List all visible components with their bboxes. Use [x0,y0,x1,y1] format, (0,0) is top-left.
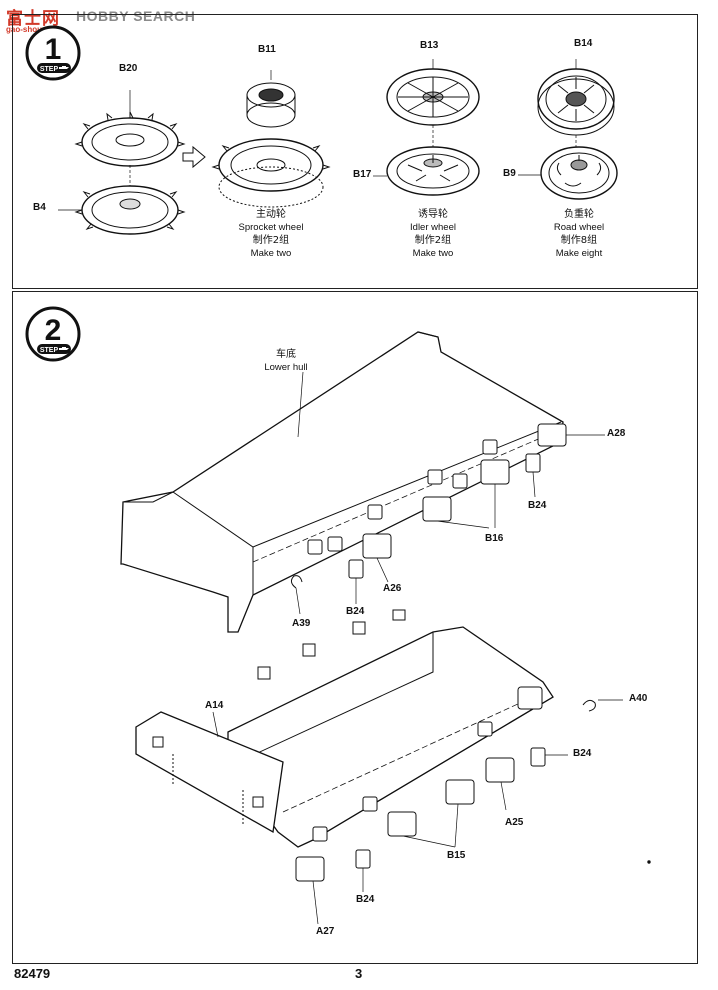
a25-part [485,757,515,783]
step-1-number: 1 [45,33,62,66]
part-label: B17 [353,169,372,180]
part-label: B24 [528,500,547,511]
road-wheel-b9-part [540,146,618,200]
b24-part [355,849,371,869]
page-number: 3 [355,966,363,981]
b16-part [422,496,452,522]
idler-wheel-b13-part [386,68,480,126]
step-1-badge: 1 STEP [25,25,81,81]
product-code: 82479 [14,966,51,981]
a26-part [362,533,392,559]
part-label: A26 [383,583,402,594]
tank-icon [59,66,69,69]
part-label: B14 [574,38,593,49]
watermark-url: gao-shou.com [6,25,61,34]
part-label: B11 [258,44,276,55]
part-label: A14 [205,700,224,711]
part-label: A25 [505,817,524,828]
sprocket-b20-part [74,111,186,167]
b24-part [525,453,541,473]
a40-part [582,699,596,712]
b16-part [480,459,510,485]
sprocket-b4-part [74,185,186,235]
a39-part [290,575,303,589]
part-label: B24 [356,894,375,905]
part-label: A39 [292,618,311,629]
caption-idler: 诱导轮 Idler wheel 制作2组 Make two [410,209,456,259]
part-label: B9 [503,168,516,179]
part-label: B16 [485,533,504,544]
b24-part [348,559,364,579]
step-1-panel: 1 STEP [12,14,698,289]
a28-part [537,423,567,447]
idler-wheel-b17-part [386,146,480,196]
part-label: B15 [447,850,466,861]
hull-label-cn: 车底 [276,349,296,360]
sprocket-assembly-part [211,82,331,208]
part-label: B13 [420,40,439,51]
part-label: B24 [346,606,365,617]
b15-part [387,811,417,837]
part-label: A40 [629,693,648,704]
part-label: A28 [607,428,626,439]
step-1-drawing [58,59,618,235]
part-label: B4 [33,202,46,213]
step-2-badge-label: STEP [40,347,59,354]
b24-part [530,747,546,767]
tank-icon [59,347,69,350]
step-1-badge-label: STEP [40,66,59,73]
step-2-badge: 2 STEP [25,306,81,362]
caption-sprocket: 主动轮 Sprocket wheel 制作2组 Make two [238,209,304,259]
lower-hull-lower-view [227,609,554,848]
hull-label-en: Lower hull [264,362,308,373]
part-label: B20 [119,63,138,74]
b15-part [445,779,475,805]
step-2-number: 2 [45,314,62,347]
a14-rear-plate [135,711,284,834]
road-wheel-b14-part [537,68,615,136]
step-2-panel: 2 STEP [12,291,698,964]
a27-part [295,856,325,882]
watermark-en: HOBBY SEARCH [76,8,196,24]
hull-label: 车底 Lower hull [264,348,307,374]
part-label: A27 [316,926,335,937]
caption-road-wheel: 负重轮 Road wheel 制作8组 Make eight [553,209,605,259]
part-label: B24 [573,748,592,759]
step-2-drawing [120,331,651,925]
